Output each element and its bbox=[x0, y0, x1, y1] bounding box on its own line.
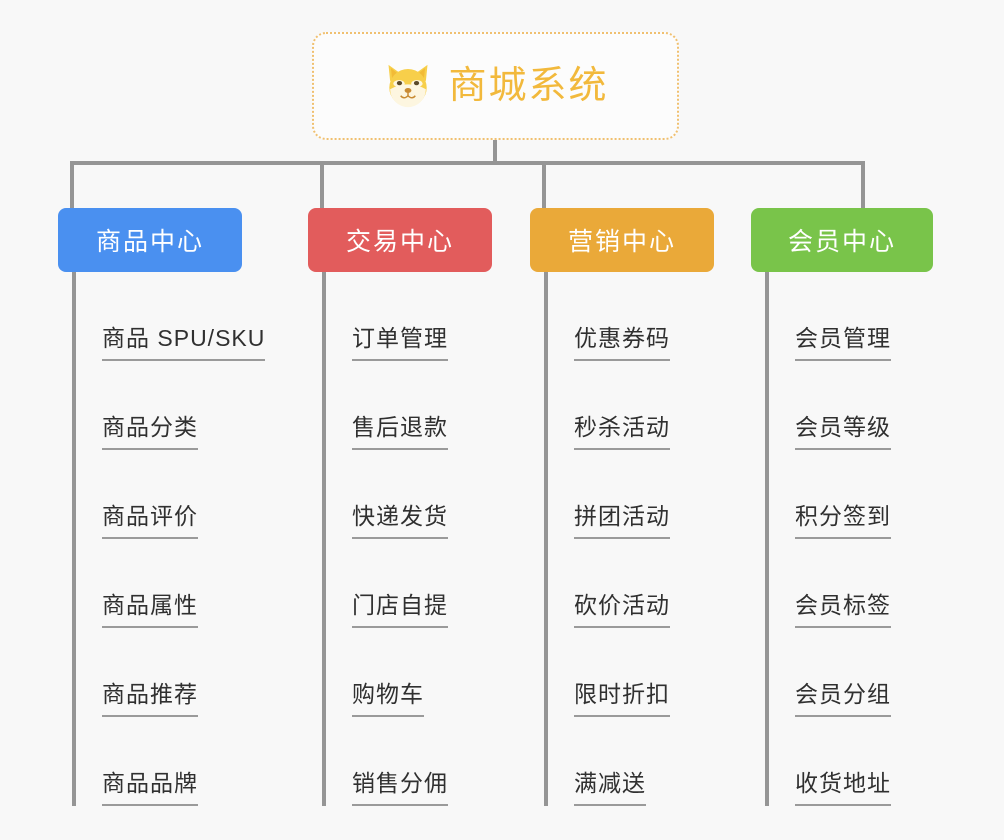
branch-stem-1 bbox=[322, 272, 326, 806]
branch-column-2: 营销中心 优惠券码 秒杀活动 拼团活动 砍价活动 限时折扣 满减送 bbox=[530, 208, 714, 806]
list-item-label: 会员管理 bbox=[795, 319, 891, 361]
branch-stem-2 bbox=[544, 272, 548, 806]
connector-drop-1 bbox=[70, 161, 74, 210]
list-item-label: 秒杀活动 bbox=[574, 408, 670, 450]
list-item-label: 订单管理 bbox=[352, 319, 448, 361]
list-item-label: 门店自提 bbox=[352, 586, 448, 628]
list-item[interactable]: 砍价活动 bbox=[530, 539, 714, 628]
branch-header-0[interactable]: 商品中心 bbox=[58, 208, 242, 272]
list-item[interactable]: 商品品牌 bbox=[58, 717, 265, 806]
branch-header-1[interactable]: 交易中心 bbox=[308, 208, 492, 272]
list-item-label: 商品 SPU/SKU bbox=[102, 319, 266, 361]
list-item[interactable]: 满减送 bbox=[530, 717, 714, 806]
list-item-label: 商品品牌 bbox=[102, 764, 198, 806]
connector-root-stub bbox=[493, 140, 497, 165]
root-title: 商城系统 bbox=[448, 65, 609, 107]
list-item[interactable]: 限时折扣 bbox=[530, 628, 714, 717]
list-item[interactable]: 商品评价 bbox=[58, 450, 265, 539]
list-item[interactable]: 商品属性 bbox=[58, 539, 265, 628]
list-item[interactable]: 销售分佣 bbox=[308, 717, 492, 806]
list-item[interactable]: 积分签到 bbox=[751, 450, 933, 539]
list-item-label: 销售分佣 bbox=[352, 764, 448, 806]
list-item[interactable]: 商品推荐 bbox=[58, 628, 265, 717]
list-item[interactable]: 会员分组 bbox=[751, 628, 933, 717]
connector-drop-2 bbox=[320, 161, 324, 210]
list-item-label: 会员分组 bbox=[795, 675, 891, 717]
list-item[interactable]: 拼团活动 bbox=[530, 450, 714, 539]
branch-column-0: 商品中心 商品 SPU/SKU 商品分类 商品评价 商品属性 商品推荐 商品品牌 bbox=[58, 208, 266, 806]
root-node[interactable]: 商城系统 bbox=[312, 32, 679, 140]
list-item[interactable]: 购物车 bbox=[308, 628, 492, 717]
branch-children-0: 商品 SPU/SKU 商品分类 商品评价 商品属性 商品推荐 商品品牌 bbox=[58, 272, 266, 806]
branch-header-label: 商品中心 bbox=[95, 228, 204, 256]
list-item-label: 会员标签 bbox=[795, 586, 891, 628]
list-item[interactable]: 会员管理 bbox=[751, 272, 933, 361]
connector-drop-3 bbox=[542, 161, 546, 210]
branch-column-1: 交易中心 订单管理 售后退款 快递发货 门店自提 购物车 销售分佣 bbox=[308, 208, 492, 806]
branch-header-label: 交易中心 bbox=[345, 228, 454, 256]
branch-children-3: 会员管理 会员等级 积分签到 会员标签 会员分组 收货地址 bbox=[751, 272, 933, 806]
connector-drop-4 bbox=[861, 161, 865, 210]
list-item[interactable]: 秒杀活动 bbox=[530, 361, 714, 450]
connector-bus bbox=[70, 161, 865, 165]
list-item[interactable]: 会员标签 bbox=[751, 539, 933, 628]
list-item[interactable]: 优惠券码 bbox=[530, 272, 714, 361]
list-item-label: 满减送 bbox=[574, 764, 646, 806]
list-item-label: 优惠券码 bbox=[574, 319, 670, 361]
list-item[interactable]: 商品 SPU/SKU bbox=[58, 272, 266, 361]
list-item-label: 商品推荐 bbox=[102, 675, 198, 717]
shiba-dog-icon bbox=[388, 64, 428, 108]
list-item-label: 拼团活动 bbox=[574, 497, 670, 539]
list-item[interactable]: 会员等级 bbox=[751, 361, 933, 450]
branch-header-2[interactable]: 营销中心 bbox=[530, 208, 714, 272]
list-item-label: 积分签到 bbox=[795, 497, 891, 539]
branch-column-3: 会员中心 会员管理 会员等级 积分签到 会员标签 会员分组 收货地址 bbox=[751, 208, 933, 806]
list-item-label: 购物车 bbox=[352, 675, 424, 717]
list-item[interactable]: 快递发货 bbox=[308, 450, 492, 539]
list-item-label: 砍价活动 bbox=[574, 586, 670, 628]
list-item-label: 售后退款 bbox=[352, 408, 448, 450]
branch-children-1: 订单管理 售后退款 快递发货 门店自提 购物车 销售分佣 bbox=[308, 272, 492, 806]
list-item-label: 商品属性 bbox=[102, 586, 198, 628]
list-item[interactable]: 售后退款 bbox=[308, 361, 492, 450]
branch-header-3[interactable]: 会员中心 bbox=[751, 208, 933, 272]
list-item[interactable]: 门店自提 bbox=[308, 539, 492, 628]
branch-header-label: 会员中心 bbox=[787, 228, 896, 256]
branch-stem-3 bbox=[765, 272, 769, 806]
list-item[interactable]: 商品分类 bbox=[58, 361, 265, 450]
list-item[interactable]: 订单管理 bbox=[308, 272, 492, 361]
list-item-label: 会员等级 bbox=[795, 408, 891, 450]
list-item-label: 限时折扣 bbox=[574, 675, 670, 717]
list-item-label: 快递发货 bbox=[352, 497, 448, 539]
list-item-label: 商品分类 bbox=[102, 408, 198, 450]
list-item-label: 商品评价 bbox=[102, 497, 198, 539]
branch-children-2: 优惠券码 秒杀活动 拼团活动 砍价活动 限时折扣 满减送 bbox=[530, 272, 714, 806]
branch-header-label: 营销中心 bbox=[567, 228, 676, 256]
list-item[interactable]: 收货地址 bbox=[751, 717, 933, 806]
branch-stem-0 bbox=[72, 272, 76, 806]
list-item-label: 收货地址 bbox=[795, 764, 891, 806]
